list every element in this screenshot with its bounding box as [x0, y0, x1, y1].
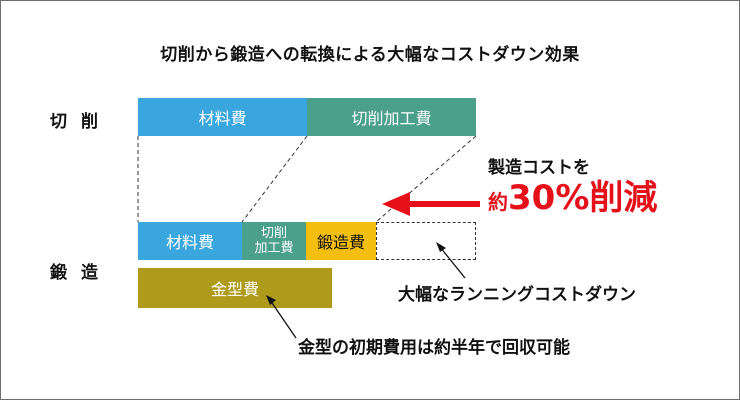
die-cost-segment: 金型費: [138, 268, 332, 308]
reduction-prefix: 約: [488, 190, 508, 214]
row-label-cutting: 切削: [50, 112, 112, 132]
reduction-amount: 約30%削減: [488, 178, 657, 224]
payback-note: 金型の初期費用は約半年で回収可能: [298, 338, 570, 358]
running-cost-note: 大幅なランニングコストダウン: [398, 285, 636, 305]
diagram-title: 切削から鍛造への転換による大幅なコストダウン効果: [160, 45, 580, 65]
reduced-cost-dashed-box: [376, 222, 476, 260]
forging-machining-line2: 加工費: [254, 241, 294, 256]
forging-cost-segment: 鍛造費: [306, 222, 376, 260]
forging-machining-cost-segment: 切削 加工費: [242, 222, 306, 260]
reduction-value: 30%削減: [508, 178, 658, 218]
reduction-caption: 製造コストを: [488, 158, 590, 178]
forging-machining-line1: 切削: [260, 226, 287, 241]
cutting-machining-cost-segment: 切削加工費: [307, 98, 476, 136]
forging-material-cost-segment: 材料費: [138, 222, 242, 260]
row-label-forging: 鍛造: [50, 263, 112, 283]
cutting-material-cost-segment: 材料費: [138, 98, 307, 136]
